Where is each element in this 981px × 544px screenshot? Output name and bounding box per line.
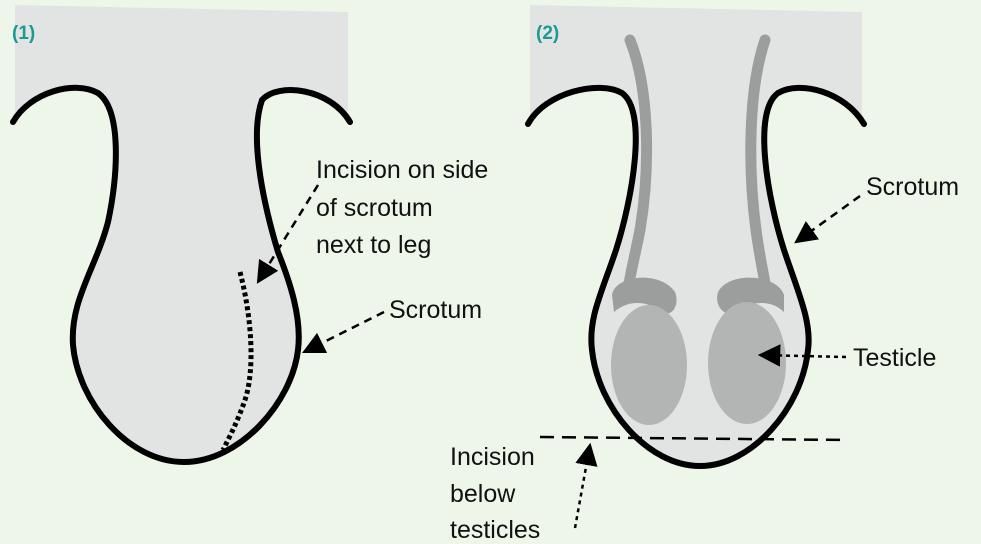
panel-1-scrotum-label: Scrotum [389,296,482,324]
panel-2-right-testicle [708,302,786,424]
panel-2-body-background [530,5,862,466]
panel-1-body-background [15,5,348,462]
panel-1-incision-label-line1: Incision on side [316,156,488,184]
panel-2: (2) Scrotum Testicle Incision below test… [450,5,959,544]
panel-2-incision-label-line2: below [450,480,516,508]
panel-2-testicle-label: Testicle [853,344,936,372]
panel-2-incision-label-line1: Incision [450,443,535,471]
panel-2-scrotum-arrow [796,196,860,242]
panel-1-label: (1) [12,23,35,44]
panel-2-left-testicle [611,305,687,425]
panel-2-incision-label-line3: testicles [450,516,540,544]
panel-2-scrotum-label: Scrotum [866,173,959,201]
panel-1-scrotum-arrow [304,312,384,352]
panel-1-incision-label-line3: next to leg [316,231,431,259]
panel-2-incision-arrow [575,445,590,528]
panel-2-label: (2) [536,23,559,44]
panel-1: (1) Incision on side of scrotum next to … [12,5,488,462]
panel-1-incision-label-line2: of scrotum [316,194,433,222]
